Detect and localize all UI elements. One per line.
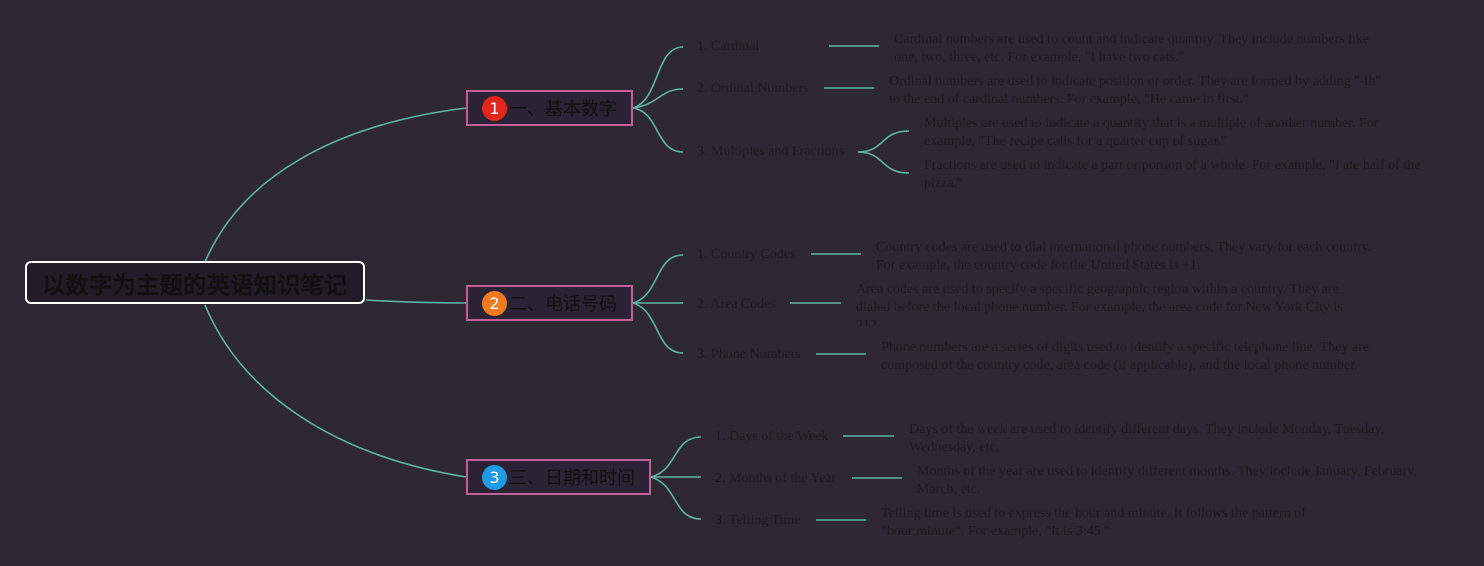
note-fractions[interactable]: Fractions are used to indicate a part or…	[924, 158, 1421, 190]
leaf-topic-months-of-year[interactable]: 2. Months of the Year	[715, 471, 837, 486]
number-badge-icon: 1	[482, 95, 507, 121]
connector-b1-leaf-3	[632, 107, 684, 153]
note-cardinal[interactable]: Cardinal numbers are used to count and i…	[894, 32, 1370, 64]
connector-root-branch-3	[204, 304, 467, 478]
note-multiples[interactable]: Multiples are used to indicate a quantit…	[924, 116, 1379, 148]
leaf-topic-phone-numbers[interactable]: 3. Phone Numbers	[697, 347, 801, 362]
branch-topic-basic-numbers[interactable]: 1 一、基本数字	[466, 90, 633, 126]
leaf-topic-telling-time[interactable]: 3. Telling Time	[715, 513, 801, 528]
leaf-topic-ordinal-numbers[interactable]: 2. Ordinal Numbers	[697, 81, 809, 96]
leaf-topic-cardinal[interactable]: 1. Cardinal	[697, 39, 760, 54]
connector-b1-note-3b	[857, 151, 910, 174]
branch-topic-phone-numbers[interactable]: 2 二、电话号码	[466, 285, 633, 321]
note-telling-time[interactable]: Telling time is used to express the hour…	[881, 506, 1306, 538]
branch-title: 二、电话号码	[509, 294, 617, 315]
note-months-of-year[interactable]: Months of the year are used to identify …	[917, 464, 1417, 496]
connector-b1-note-3a	[857, 130, 910, 153]
leaf-topic-country-codes[interactable]: 1. Country Codes	[697, 247, 796, 262]
note-area-codes[interactable]: Area codes are used to specify a specifi…	[856, 282, 1343, 326]
connector-root-branch-1	[204, 107, 467, 263]
branch-title: 一、基本数字	[509, 99, 617, 120]
connector-root-branch-2	[365, 299, 467, 304]
leaf-topic-days-of-week[interactable]: 1. Days of the Week	[715, 429, 829, 444]
connector-b3-leaf-1	[650, 436, 702, 478]
branch-topic-date-time[interactable]: 3 三、日期和时间	[466, 459, 651, 495]
root-topic[interactable]: 以数字为主题的英语知识笔记	[25, 261, 365, 304]
note-days-of-week[interactable]: Days of the week are used to identify di…	[909, 422, 1385, 454]
connector-b2-leaf-3	[632, 302, 684, 354]
note-phone-numbers[interactable]: Phone numbers are a series of digits use…	[881, 340, 1370, 372]
note-country-codes[interactable]: Country codes are used to dial internati…	[876, 240, 1372, 272]
leaf-topic-multiples-fractions[interactable]: 3. Multiples and Fractions	[697, 144, 844, 159]
branch-title: 三、日期和时间	[509, 468, 635, 489]
connector-b1-leaf-2	[632, 88, 684, 109]
number-badge-icon: 2	[482, 290, 507, 316]
note-ordinal-numbers[interactable]: Ordinal numbers are used to indicate pos…	[889, 74, 1382, 106]
number-badge-icon: 3	[482, 464, 507, 490]
connector-b3-leaf-3	[650, 476, 702, 520]
leaf-topic-area-codes[interactable]: 2. Area Codes	[697, 297, 776, 312]
connector-b2-leaf-1	[632, 254, 684, 304]
connector-b1-leaf-1	[632, 46, 684, 109]
